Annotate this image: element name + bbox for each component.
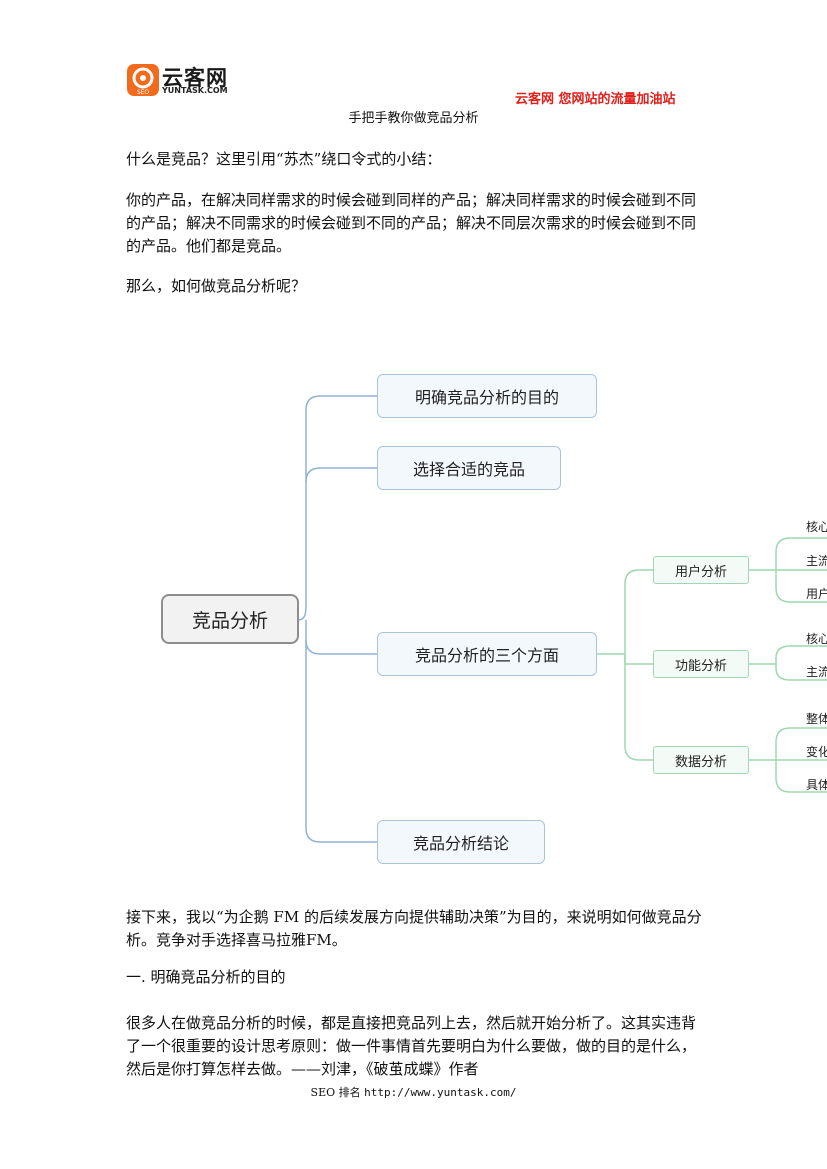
paragraph-question: 那么，如何做竞品分析呢？ [126, 277, 307, 295]
mindmap-node-data-analysis: 数据分析 [653, 746, 749, 774]
mindmap-leaf: 核心 [806, 632, 827, 646]
paragraph-purpose: 很多人在做竞品分析的时候，都是直接把竞品列上去，然后就开始分析了。这其实违背了一… [126, 1014, 697, 1078]
mindmap-leaf: 变化 [806, 745, 827, 759]
paragraph-definition: 你的产品，在解决同样需求的时候会碰到同样的产品；解决同样需求的时候会碰到不同的产… [126, 191, 697, 255]
mindmap-node-user-analysis: 用户分析 [653, 556, 749, 584]
mindmap-root-node: 竞品分析 [161, 594, 299, 644]
svg-text:SEO: SEO [137, 89, 150, 96]
mindmap-leaf: 用户 [806, 587, 827, 601]
document-title: 手把手教你做竞品分析 [348, 111, 479, 126]
logo-icon: SEO [127, 64, 159, 96]
mindmap-node-conclusion: 竞品分析结论 [377, 820, 545, 864]
header-slogan: 云客网 您网站的流量加油站 [515, 92, 676, 107]
paragraph-example: 接下来，我以“为企鹅 FM 的后续发展方向提供辅助决策”为目的，来说明如何做竞品… [126, 908, 702, 949]
footer-link[interactable]: http://www.yuntask.com/ [364, 1086, 517, 1099]
page-footer: SEO 排名 http://www.yuntask.com/ [0, 1084, 827, 1100]
footer-label: SEO 排名 [310, 1086, 365, 1099]
mindmap-leaf: 核心 [806, 520, 827, 534]
mindmap-node-purpose: 明确竞品分析的目的 [377, 374, 597, 418]
paragraph-intro: 什么是竞品？这里引用“苏杰”绕口令式的小结： [126, 150, 442, 168]
mindmap-node-three-aspects: 竞品分析的三个方面 [377, 632, 597, 676]
mindmap-leaf: 具体 [806, 778, 827, 792]
mindmap-node-function-analysis: 功能分析 [653, 650, 749, 678]
logo-text: 云客网 [162, 66, 228, 90]
mindmap-leaf: 主流 [806, 665, 827, 679]
logo-domain: YUNTASK.COM [162, 86, 228, 95]
mindmap-leaf: 主流 [806, 554, 827, 568]
section-heading-1: 一. 明确竞品分析的目的 [126, 968, 286, 986]
mindmap-leaf: 整体 [806, 712, 827, 726]
mindmap-node-select: 选择合适的竞品 [377, 446, 561, 490]
